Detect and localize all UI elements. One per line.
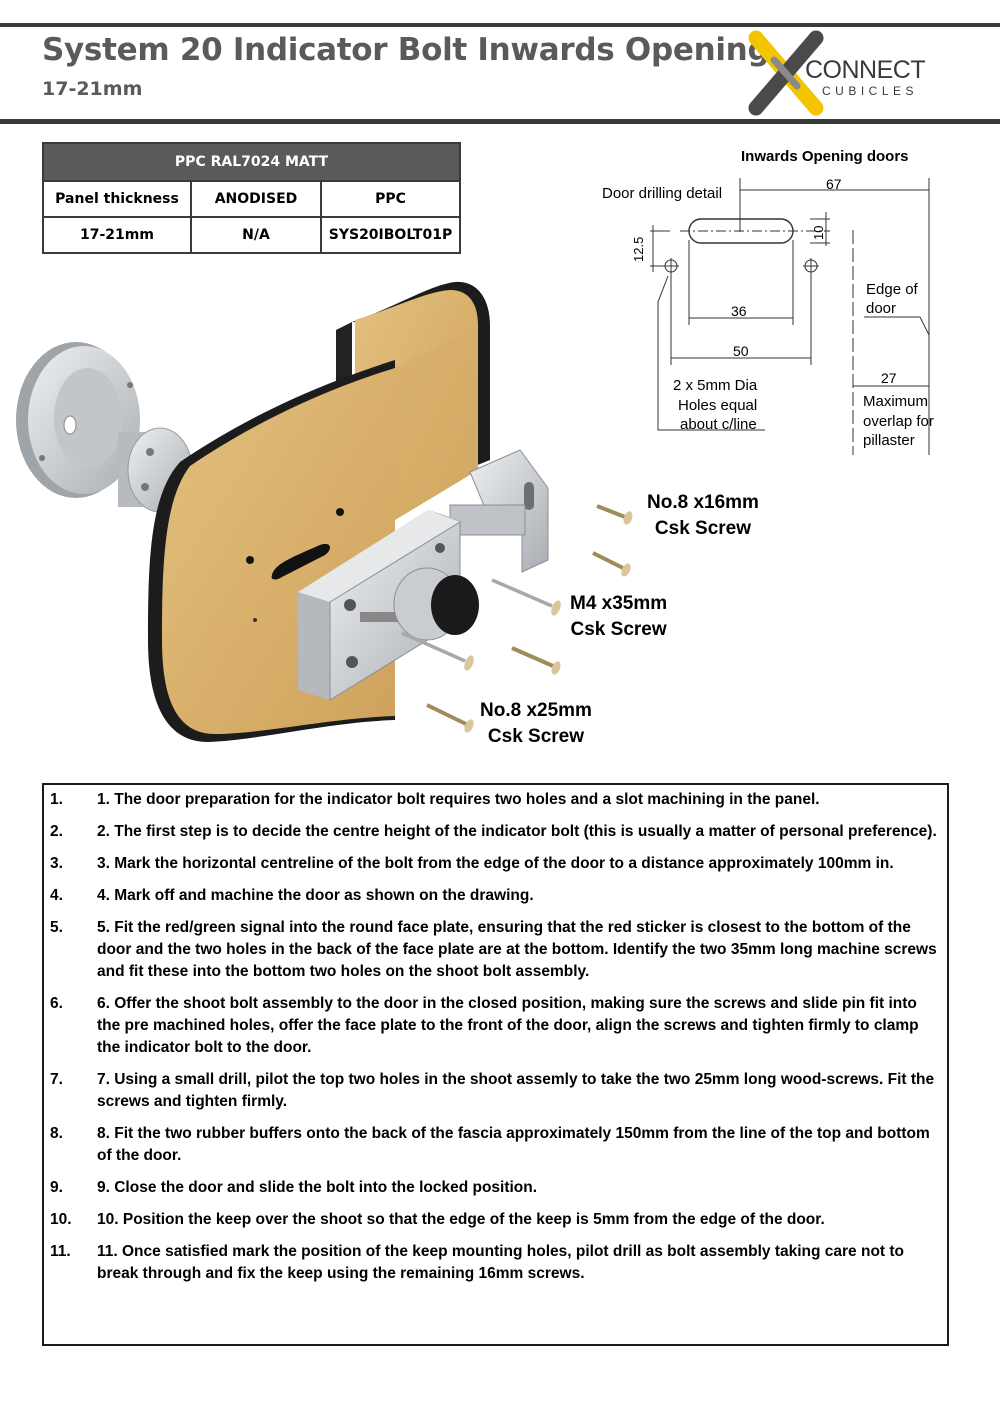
drawing-heading: Inwards Opening doors [741,148,909,165]
spec-table: PPC RAL7024 MATT Panel thickness ANODISE… [42,142,461,254]
screw-16mm-a [596,504,633,525]
instruction-step: 6.6. Offer the shoot bolt assembly to th… [50,995,919,1056]
screw-16mm-b [592,551,631,577]
instruction-step: 4.4. Mark off and machine the door as sh… [50,887,534,904]
instruction-step: 7.7. Using a small drill, pilot the top … [50,1071,935,1110]
callout-screw-25mm: No.8 x25mm Csk Screw [480,700,592,747]
screws [401,504,633,733]
holes-leader [657,275,765,431]
spec-cell-anodised: N/A [190,216,322,254]
logo-wordmark-cubicles: CUBICLES [822,84,919,98]
dim-27-value: 27 [881,370,897,386]
holes-label: 2 x 5mm Dia Holes equal about c/line [673,377,761,433]
spec-table-title: PPC RAL7024 MATT [42,142,461,182]
spec-header-ppc: PPC [320,180,461,218]
instructions-list: 1.1. The door preparation for the indica… [42,783,949,1346]
screw-m4-35mm-a [491,578,561,616]
spec-cell-ppc-code: SYS20IBOLT01P [320,216,461,254]
door-drilling-detail-drawing: Inwards Opening doors Door drilling deta… [602,148,938,455]
round-face-plate [16,342,193,513]
header-top-rule [0,23,1000,27]
instruction-step: 10.10. Position the keep over the shoot … [50,1211,825,1228]
connect-cubicles-logo [748,30,824,116]
instruction-step: 5.5. Fit the red/green signal into the r… [50,919,937,980]
screw-25mm-a [511,646,561,675]
shoot-bolt-assembly [298,510,479,701]
spec-table-header-row: Panel thickness ANODISED PPC [42,180,461,218]
page-subtitle: 17-21mm [42,78,143,100]
instruction-step: 8.8. Fit the two rubber buffers onto the… [50,1125,930,1164]
spec-table-data-row: 17-21mm N/A SYS20IBOLT01P [42,216,461,254]
screw-25mm-b [426,703,474,733]
spec-header-anodised: ANODISED [190,180,322,218]
dim-10-value: 10 [811,226,826,240]
instruction-step: 2.2. The first step is to decide the cen… [50,823,937,840]
spec-cell-thickness: 17-21mm [42,216,192,254]
instruction-step: 11.11. Once satisfied mark the position … [50,1243,905,1282]
shoot-bolt-keep [449,449,549,573]
spec-header-panel-thickness: Panel thickness [42,180,192,218]
header-bottom-rule [0,119,1000,124]
logo-wordmark-connect: CONNECT [805,56,926,84]
instruction-step: 3.3. Mark the horizontal centreline of t… [50,855,894,872]
edge-of-door-label: Edge of door [866,281,922,317]
drawing-detail-label: Door drilling detail [602,185,722,202]
instruction-step: 1.1. The door preparation for the indica… [50,791,820,808]
dim-67-value: 67 [826,176,842,192]
assembly-diagram: Inwards Opening doors Door drilling deta… [16,148,938,742]
callout-screw-16mm: No.8 x16mm Csk Screw [647,492,759,539]
instruction-step: 9.9. Close the door and slide the bolt i… [50,1179,538,1196]
callout-m4-35mm: M4 x35mm Csk Screw [570,593,668,640]
dim-36-value: 36 [731,303,747,319]
page-title: System 20 Indicator Bolt Inwards Opening [42,32,770,68]
screw-m4-35mm-b [401,631,474,671]
overlap-label: Maximum overlap for pillaster [863,393,938,449]
dim-50-value: 50 [733,343,749,359]
spec-table-title-row: PPC RAL7024 MATT [42,142,461,182]
dim-12-5-value: 12.5 [631,237,646,262]
